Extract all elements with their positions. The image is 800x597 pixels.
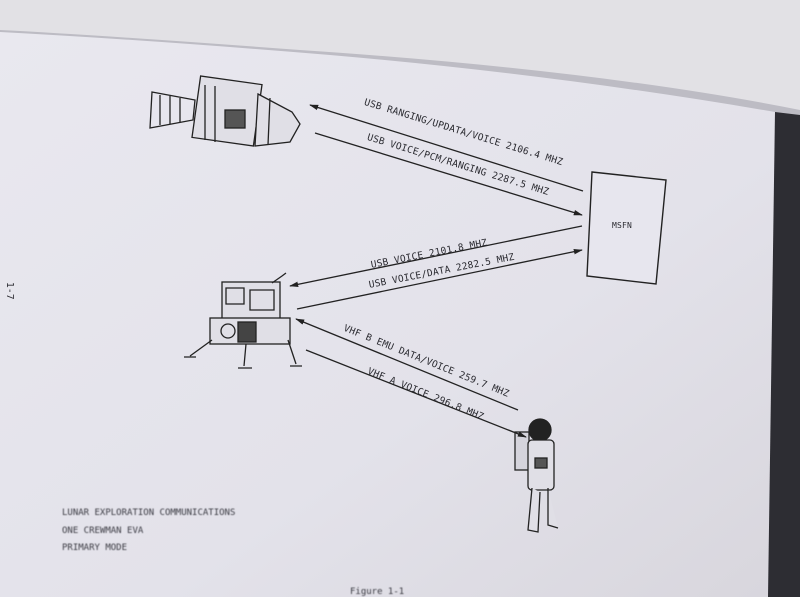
- arrow-lm-downlink: [296, 248, 583, 310]
- msfn-station: [586, 171, 667, 285]
- dark-edge: [768, 112, 800, 597]
- arrow-lm-uplink: [289, 225, 583, 288]
- arrow-csm-uplink: [309, 104, 584, 192]
- link-arrows: [289, 104, 584, 438]
- caption-line-1: LUNAR EXPLORATION COMMUNICATIONS: [62, 508, 236, 518]
- msfn-label: MSFN: [612, 221, 633, 230]
- document-page: [0, 32, 775, 597]
- arrow-vhf-a: [305, 349, 527, 438]
- arrow-vhf-b: [295, 318, 519, 411]
- caption-line-3: PRIMARY MODE: [62, 543, 128, 553]
- page-curl: [0, 0, 800, 110]
- caption-line-2: ONE CREWMAN EVA: [62, 526, 144, 536]
- command-service-module-icon: [149, 75, 301, 147]
- figure-label: Figure 1-1: [350, 587, 405, 597]
- page-number: 1-7: [4, 282, 15, 300]
- lunar-module-icon: [184, 272, 302, 369]
- arrow-csm-downlink: [314, 132, 583, 216]
